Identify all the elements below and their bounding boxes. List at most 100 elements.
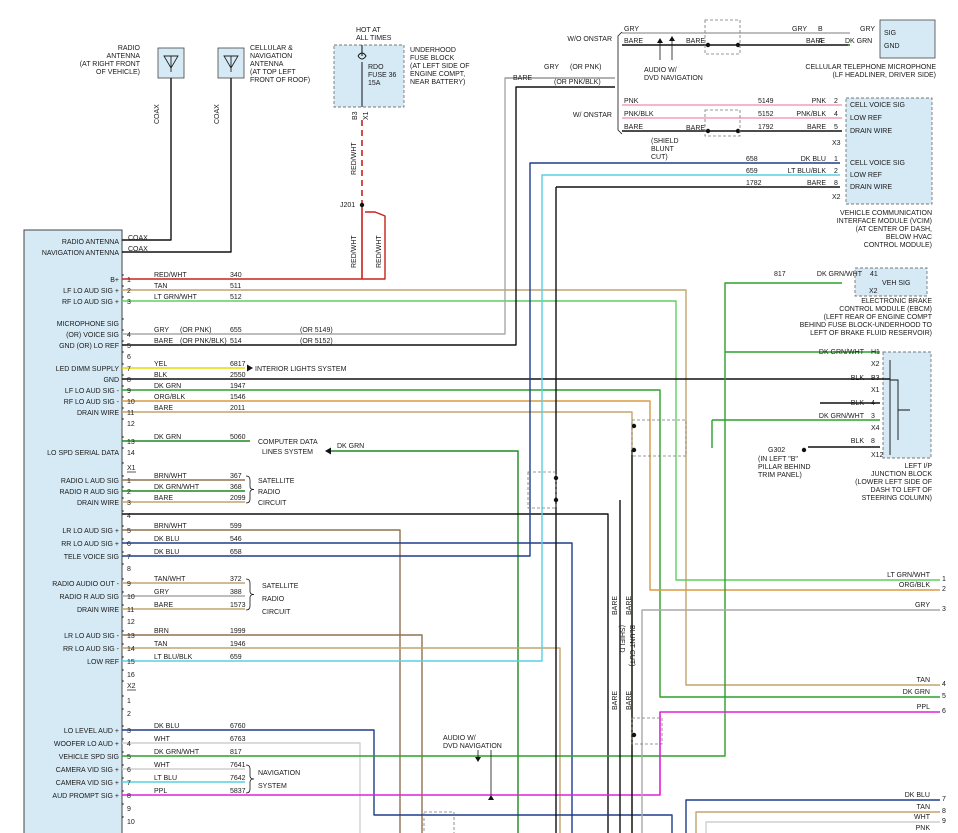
ip-junction-block	[882, 351, 932, 459]
exit-wire-color: DK GRN	[903, 689, 930, 696]
wire-color: PNK/BLK	[796, 111, 826, 118]
onstar-w-label: W/ ONSTAR	[573, 112, 612, 119]
wire-color: BARE	[513, 75, 532, 82]
splice-dot	[735, 128, 741, 134]
pin-tick	[121, 550, 124, 554]
audio-dvd-label: DVD NAVIGATION	[644, 75, 703, 82]
exit-number: 7	[942, 796, 946, 803]
pin-number: 12	[127, 619, 135, 626]
radio-antenna-title: RADIO	[118, 45, 141, 52]
pin-tick	[121, 362, 124, 366]
wire-color: BARE	[612, 691, 619, 710]
pin-tick	[121, 679, 124, 683]
pin-tick	[121, 474, 124, 478]
pin-number: 14	[127, 450, 135, 457]
wire-color: DK GRN/WHT	[819, 413, 865, 420]
wire-color: BARE	[626, 691, 633, 710]
wire-color: WHT	[154, 736, 171, 743]
pin-number: 8	[127, 566, 131, 573]
ip-title: LEFT I/P	[905, 463, 933, 470]
wire-color: DK GRN	[154, 383, 181, 390]
coax-label: COAX	[128, 246, 148, 253]
pin-number: 2	[834, 168, 838, 175]
wire-color: GRY	[792, 26, 807, 33]
ip-title: DASH TO LEFT OF	[871, 487, 932, 494]
system-ref: COMPUTER DATA	[258, 439, 318, 446]
connector-label: X2	[127, 683, 136, 690]
radio-pin-label: RR LO AUD SIG -	[63, 646, 120, 653]
circuit-number: 6761	[230, 0, 246, 2]
vcim-title: BELOW HVAC	[886, 234, 932, 241]
pin-tick	[121, 496, 124, 500]
pin-number: 3	[127, 728, 131, 735]
radio-pin-label: B+	[110, 277, 119, 284]
ip-title: (LOWER LEFT SIDE OF	[855, 479, 932, 486]
wire-dkblu-658	[122, 162, 840, 557]
mic-pin: GND	[884, 43, 900, 50]
nav-antenna-title: CELLULAR &	[250, 45, 293, 52]
radio-pin-label: (OR) VOICE SIG	[66, 332, 119, 339]
pin-number: 3	[127, 500, 131, 507]
wire-tan-511	[122, 289, 940, 686]
pin-number: 1	[127, 478, 131, 485]
circuit-alt-number: (OR 5149)	[300, 327, 333, 334]
audio-dvd-label: AUDIO W/	[443, 735, 476, 742]
wire-color: BARE	[154, 405, 173, 412]
wire-dkgrn-1947	[122, 389, 940, 698]
pin-number: 1	[834, 156, 838, 163]
wire-org-1546	[122, 400, 940, 591]
wire-color: LT BLU	[154, 775, 177, 782]
pin-number: 5	[127, 528, 131, 535]
system-ref: RADIO	[258, 489, 281, 496]
pin-number: 15	[127, 659, 135, 666]
system-ref: CIRCUIT	[262, 609, 291, 616]
pin-tick	[121, 789, 124, 793]
radio-module	[23, 229, 123, 833]
circuit-number: 1999	[230, 628, 246, 635]
wire-color: RED/WHT	[154, 272, 187, 279]
antenna-icon	[223, 55, 239, 72]
splice-j201	[359, 202, 365, 208]
pin-tick	[121, 642, 124, 646]
pin-tick	[121, 763, 124, 767]
wire-color: RED/WHT	[351, 235, 358, 268]
wire-tan-1946	[122, 647, 561, 833]
shield-note: BLUNT CUT)	[628, 625, 635, 666]
radio-antenna-title: OF VEHICLE)	[96, 69, 140, 76]
wire-color: DK GRN/WHT	[817, 271, 863, 278]
fuse-name: 15A	[368, 80, 381, 87]
pin-tick	[121, 668, 124, 672]
shield-note: BLUNT	[651, 146, 675, 153]
pin-number: 10	[127, 399, 135, 406]
wire-color: DK GRN/WHT	[154, 484, 200, 491]
exit-wire-color: PPL	[917, 704, 930, 711]
wire-ip-3	[711, 419, 880, 448]
exit-number: 4	[942, 681, 946, 688]
coax-label: COAX	[128, 235, 148, 242]
coax-label: COAX	[214, 104, 221, 124]
pin-tick	[121, 802, 124, 806]
mic-pin: SIG	[884, 30, 896, 37]
wire-color: BARE	[626, 596, 633, 615]
radio-pin-label: RF LO AUD SIG +	[62, 299, 119, 306]
vcim-title: (AT CENTER OF DASH,	[856, 226, 932, 233]
wire-color: ORG	[154, 0, 170, 2]
connector-label: X1	[127, 465, 136, 472]
wire-color: BRN	[154, 628, 169, 635]
shield-box	[704, 109, 741, 137]
pin-number: 5	[127, 754, 131, 761]
wire-color: BARE	[686, 125, 705, 132]
radio-pin-label: RADIO L AUD SIG	[61, 478, 119, 485]
exit-wire-color: WHT	[914, 814, 931, 821]
exit-wire-color: TAN	[917, 677, 930, 684]
circuit-number: 367	[230, 473, 242, 480]
fuse-block-title: NEAR BATTERY)	[410, 79, 465, 86]
pin-tick	[121, 524, 124, 528]
wire-exit-8	[695, 811, 940, 833]
bracket	[245, 578, 255, 611]
radio-pin-label: LF LO AUD SIG -	[65, 388, 120, 395]
system-ref: SATELLITE	[258, 478, 295, 485]
splice-label: J201	[340, 202, 355, 209]
radio-pin-label: MICROPHONE SIG	[57, 321, 119, 328]
circuit-number: 514	[230, 338, 242, 345]
